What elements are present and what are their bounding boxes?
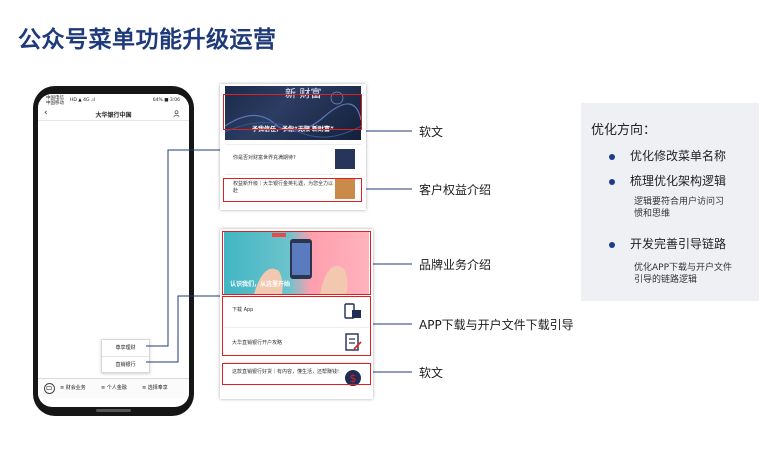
account-menu-bar: ≡ 财会业务 ≡ 个人金融 ≡ 选择奉享 [38, 378, 189, 398]
highlight-box [222, 363, 371, 385]
bullet-dot [609, 242, 615, 248]
point-rename-menu: 优化修改菜单名称 [630, 147, 726, 164]
article-thumbnail [335, 149, 355, 169]
home-indicator [96, 409, 131, 412]
submenu-item-direct-bank[interactable]: 直销银行 [102, 356, 149, 372]
bullet-dot [609, 179, 615, 185]
highlight-box [222, 231, 371, 295]
user-icon[interactable] [173, 110, 180, 117]
carrier-2: 中国移动 [46, 101, 64, 106]
article-title: 你是否对财富世界充满期待? [233, 155, 337, 162]
chat-nav-bar: ‹ 大华银行中国 [38, 107, 189, 121]
status-bar: 中国电信 中国移动 HD ▲ 4G .ıl 64% ■ 3:06 [38, 94, 189, 107]
article-row[interactable]: 你是否对财富世界充满期待? [225, 144, 361, 172]
optimization-panel: 优化方向： 优化修改菜单名称 梳理优化架构逻辑 逻辑要符合用户访问习 惯和思维 … [581, 103, 759, 301]
point-structure-detail-1: 逻辑要符合用户访问习 [634, 196, 724, 208]
submenu-popup: 尊享理财 直销银行 [101, 339, 150, 373]
highlight-box [223, 178, 362, 202]
panel-title: 优化方向： [591, 119, 656, 138]
signal-indicator: HD ▲ 4G .ıl [70, 98, 95, 103]
menu-label-personal: 个人金融 [107, 385, 127, 391]
phone-mockup: 中国电信 中国移动 HD ▲ 4G .ıl 64% ■ 3:06 ‹ 大华银行中… [33, 86, 194, 416]
label-soft-article-1: 软文 [419, 123, 443, 140]
carrier-info: 中国电信 中国移动 [46, 96, 64, 106]
menu-label-select: 选择奉享 [148, 385, 168, 391]
highlight-box [223, 94, 362, 130]
point-guide-detail-1: 优化APP下载与开户文件 [634, 262, 732, 274]
bullet-dot [609, 154, 615, 160]
label-soft-article-2: 软文 [419, 364, 443, 381]
menu-label-finance: 财会业务 [66, 385, 86, 391]
phone-screen: 中国电信 中国移动 HD ▲ 4G .ıl 64% ■ 3:06 ‹ 大华银行中… [38, 94, 189, 407]
article-card-1: 新 财富 予我信任，予你“无限 新财富” 你是否对财富世界充满期待? 权益新升级… [220, 84, 366, 210]
account-title: 大华银行中国 [38, 110, 189, 119]
slide-title: 公众号菜单功能升级运营 [18, 20, 277, 54]
keyboard-icon[interactable] [44, 383, 55, 394]
menu-item-personal[interactable]: ≡ 个人金融 [101, 384, 127, 391]
point-guide-detail-2: 引导的链路逻辑 [634, 274, 697, 286]
highlight-box [222, 296, 371, 356]
menu-item-select[interactable]: ≡ 选择奉享 [142, 384, 168, 391]
label-customer-benefits: 客户权益介绍 [419, 181, 491, 198]
battery-time: 64% ■ 3:06 [153, 98, 180, 103]
point-structure-detail-2: 惯和思维 [634, 208, 670, 220]
point-guide-link: 开发完善引导链路 [630, 235, 726, 252]
article-card-2: 认识我们，从这里开始 下载 App 大华直销银行开户攻略 这款直销银行好货｜有内… [220, 229, 373, 399]
label-brand-business: 品牌业务介绍 [419, 256, 491, 273]
label-app-download-guide: APP下载与开户文件下载引导 [419, 316, 574, 333]
point-structure: 梳理优化架构逻辑 [630, 172, 726, 189]
submenu-item-wealth[interactable]: 尊享理财 [102, 340, 149, 356]
chat-area [38, 121, 189, 375]
menu-item-finance[interactable]: ≡ 财会业务 [60, 384, 86, 391]
